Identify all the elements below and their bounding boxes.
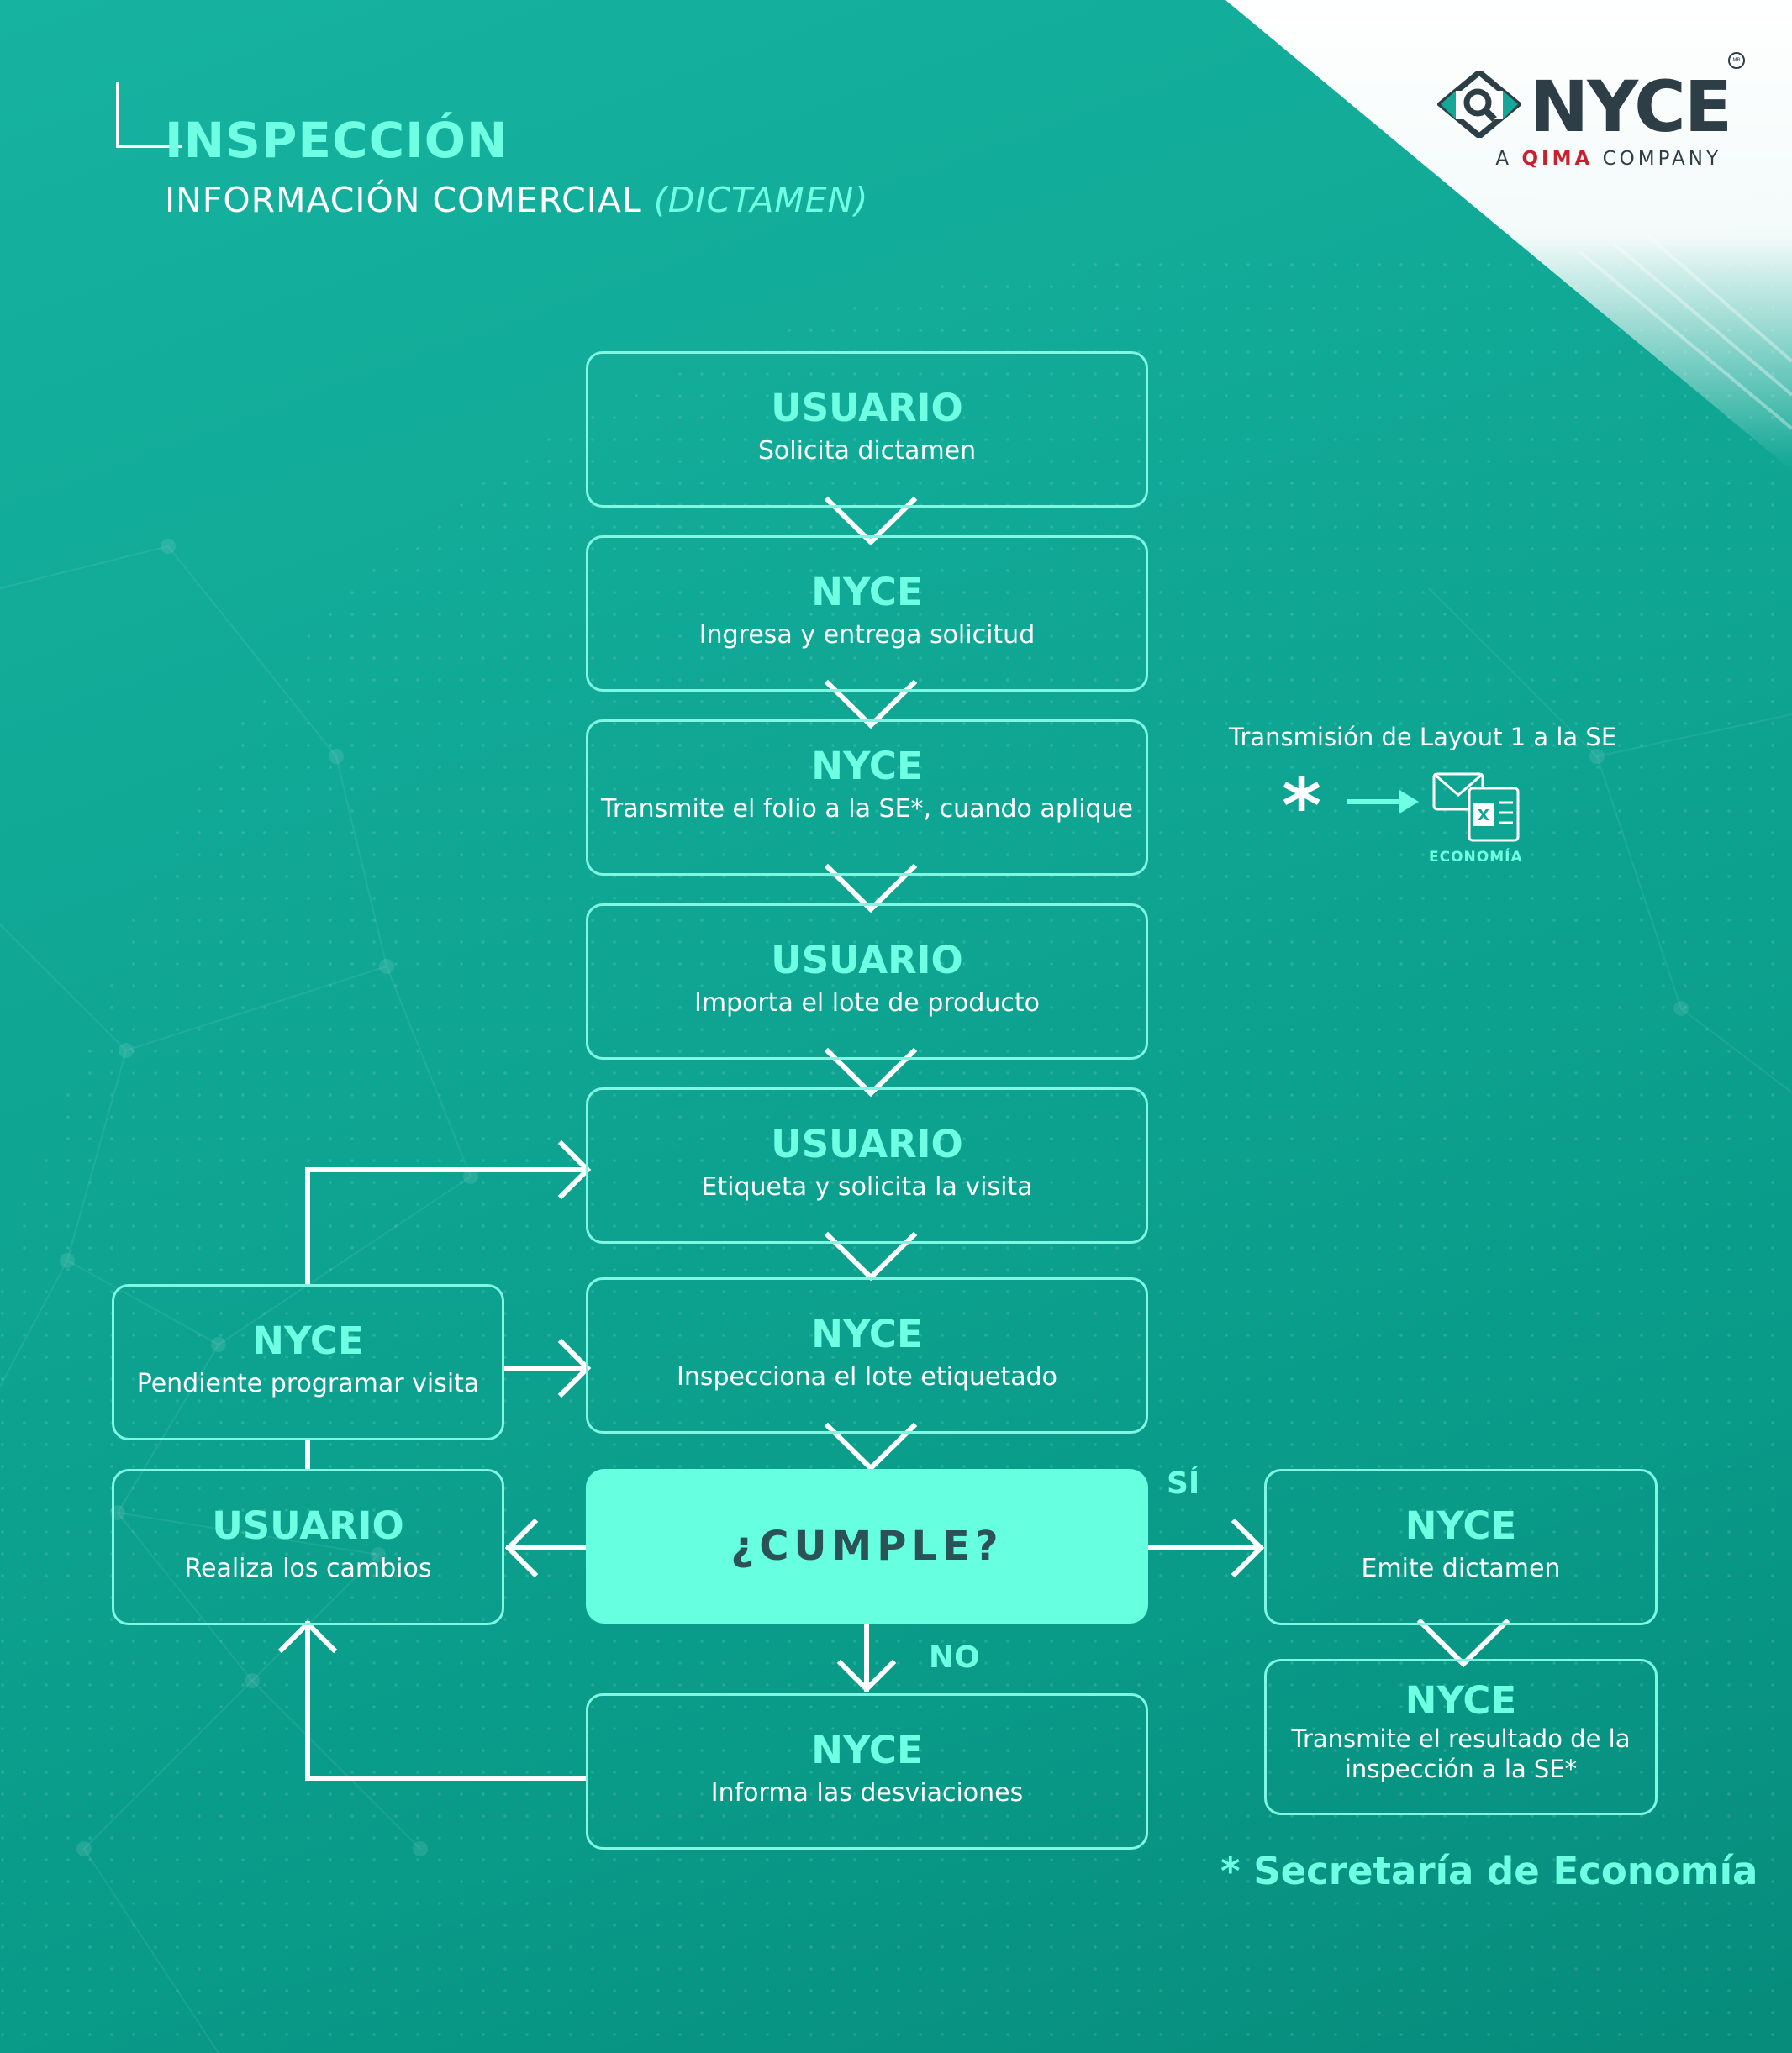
step-usuario-etiqueta: USUARIO Etiqueta y solicita la visita (586, 1087, 1148, 1244)
step-desc: Realiza los cambios (184, 1553, 432, 1583)
logo-wordmark: NYCE (1530, 66, 1732, 148)
step-role: USUARIO (771, 386, 963, 430)
step-nyce-ingresa: NYCE Ingresa y entrega solicitud (586, 535, 1148, 692)
step-role: NYCE (1405, 1678, 1517, 1723)
transmission-label: Transmisión de Layout 1 a la SE (1229, 723, 1617, 751)
chevron-down-icon (824, 496, 918, 546)
step-desc: Transmite el folio a la SE*, cuando apli… (600, 793, 1134, 824)
tagline-prefix: A (1495, 148, 1513, 170)
subtitle-text: INFORMACIÓN COMERCIAL (165, 180, 642, 220)
registered-mark: MR (1728, 52, 1745, 69)
transmission-arrowhead (1399, 790, 1419, 813)
step-usuario-solicita: USUARIO Solicita dictamen (586, 351, 1148, 508)
step-desc: Transmite el resultado de la inspección … (1291, 1724, 1631, 1783)
tagline-qima: QIMA (1521, 148, 1594, 170)
step-nyce-informa-desviaciones: NYCE Informa las desviaciones (586, 1693, 1148, 1850)
step-desc: Informa las desviaciones (710, 1777, 1024, 1808)
chevron-down-icon (824, 1047, 918, 1098)
arrow-left-icon (504, 1518, 539, 1578)
step-desc: Inspecciona el lote etiquetado (677, 1361, 1057, 1392)
page-subtitle: INFORMACIÓN COMERCIAL (DICTAMEN) (165, 180, 868, 220)
magnifier-diamond-icon (1437, 71, 1521, 138)
yes-label: SÍ (1167, 1466, 1200, 1501)
chevron-down-icon (824, 1422, 918, 1472)
step-desc: Ingresa y entrega solicitud (698, 619, 1036, 650)
step-nyce-inspecciona: NYCE Inspecciona el lote etiquetado (586, 1277, 1148, 1434)
deviations-to-changes-line (305, 1621, 588, 1781)
step-desc: Emite dictamen (1361, 1553, 1561, 1583)
step-role: NYCE (811, 570, 923, 614)
step-role: USUARIO (771, 938, 963, 982)
step-role: NYCE (811, 1728, 923, 1772)
step-role: NYCE (252, 1319, 364, 1363)
step-role: USUARIO (212, 1503, 404, 1548)
step-usuario-cambios: USUARIO Realiza los cambios (112, 1469, 504, 1625)
nyce-logo: NYCE MR A QIMA COMPANY (1437, 52, 1757, 183)
decision-cumple: ¿CUMPLE? (586, 1469, 1148, 1624)
tagline-suffix: COMPANY (1602, 148, 1721, 170)
svg-text:X: X (1478, 807, 1489, 824)
step-nyce-transmite-resultado: NYCE Transmite el resultado de la inspec… (1264, 1659, 1658, 1815)
step-nyce-emite-dictamen: NYCE Emite dictamen (1264, 1469, 1658, 1625)
step-role: NYCE (1405, 1503, 1517, 1548)
step-desc: Pendiente programar visita (136, 1368, 480, 1398)
step-usuario-importa: USUARIO Importa el lote de producto (586, 903, 1148, 1060)
arrow-right-icon (1231, 1518, 1265, 1578)
page-title: INSPECCIÓN (165, 112, 509, 169)
chevron-down-icon (824, 863, 918, 913)
step-desc: Importa el lote de producto (693, 987, 1041, 1018)
asterisk-icon: * (1282, 762, 1322, 850)
step-desc: Etiqueta y solicita la visita (701, 1171, 1033, 1202)
step-role: USUARIO (771, 1122, 963, 1166)
arrow-down-icon (836, 1659, 897, 1693)
logo-tagline: A QIMA COMPANY (1437, 148, 1721, 170)
economia-label: ECONOMÍA (1429, 849, 1523, 866)
loop-up-line (305, 1167, 588, 1285)
subtitle-italic: (DICTAMEN) (653, 180, 869, 220)
title-bracket (116, 82, 182, 148)
step-role: NYCE (811, 744, 923, 788)
step-nyce-pendiente: NYCE Pendiente programar visita (112, 1284, 504, 1440)
mail-excel-icon: X (1432, 772, 1520, 842)
footnote: * Secretaría de Economía (1220, 1849, 1758, 1893)
chevron-down-icon (1416, 1618, 1510, 1668)
step-nyce-transmite-folio: NYCE Transmite el folio a la SE*, cuando… (586, 719, 1148, 876)
chevron-down-icon (824, 679, 918, 729)
no-label: NO (929, 1640, 980, 1675)
step-desc: Solicita dictamen (757, 435, 977, 466)
step-role: NYCE (811, 1312, 923, 1356)
